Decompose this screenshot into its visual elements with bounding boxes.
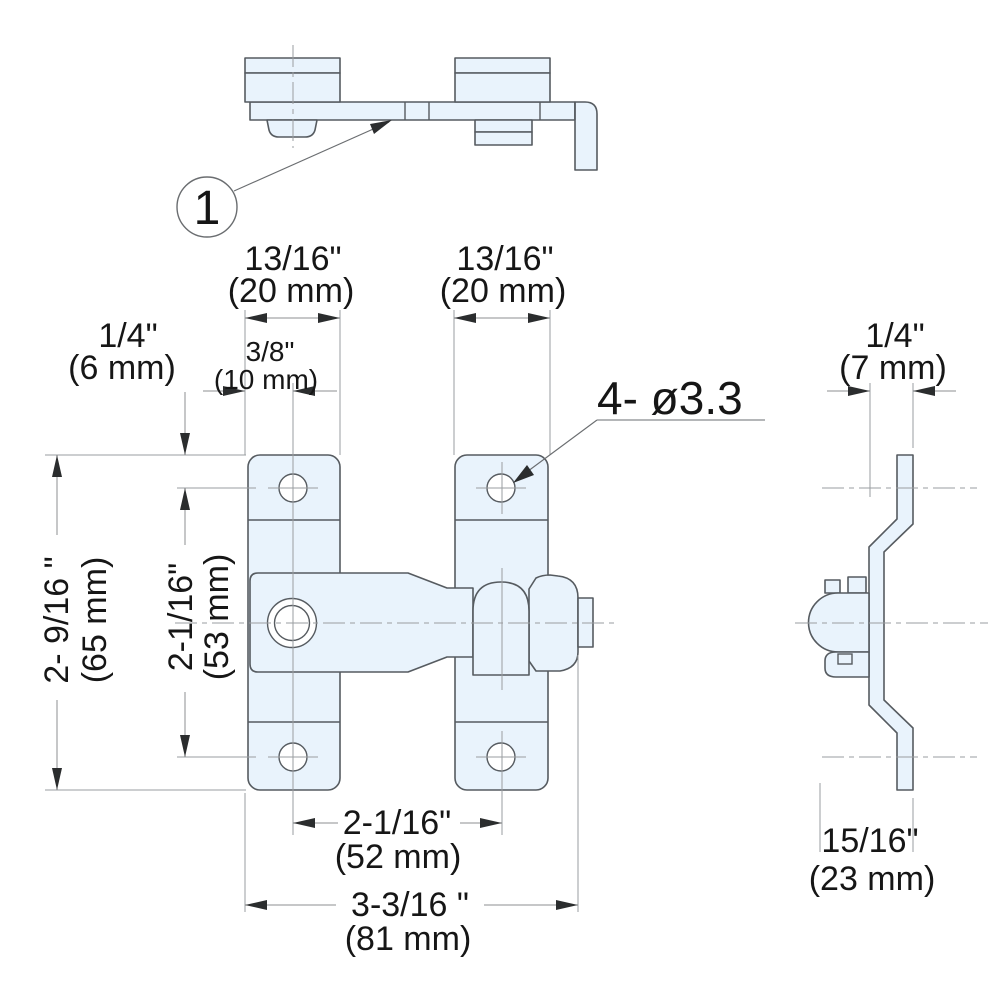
dim-text-overall-width-in: 3-3/16 " xyxy=(351,886,469,924)
side-view-tab-small xyxy=(824,579,841,594)
pivot-hole-inner xyxy=(273,604,311,642)
dim-arrowhead-icon xyxy=(913,386,935,396)
hole-note-text: 4- ø3.3 xyxy=(597,372,743,424)
side-view-bent-plate xyxy=(868,454,914,791)
side-view-knob-notch xyxy=(837,653,853,665)
callout-arrowhead-icon xyxy=(370,120,392,134)
dim-arrowhead-icon xyxy=(245,313,267,323)
dim-arrowhead-icon xyxy=(180,735,190,757)
top-view-right-block-lower xyxy=(454,72,551,103)
dim-text-overall-width-mm: (81 mm) xyxy=(345,920,472,958)
dim-text-side-depth-in: 15/16" xyxy=(821,822,918,860)
front-view xyxy=(175,383,618,835)
callout-number: 1 xyxy=(194,182,221,235)
dim-text-hole-top-offset-in: 1/4" xyxy=(98,317,157,355)
dim-text-hole-span-vertical-mm: (53 mm) xyxy=(198,554,236,681)
top-view xyxy=(244,45,598,171)
dim-text-overall-height-in: 2- 9/16 " xyxy=(38,556,76,683)
callout-circle xyxy=(176,176,238,238)
dim-text-hole-span-horizontal-mm: (52 mm) xyxy=(335,838,462,876)
dim-arrowhead-icon xyxy=(293,386,315,396)
dim-arrowhead-icon xyxy=(180,488,190,510)
dim-text-overall-height-mm: (65 mm) xyxy=(76,557,114,684)
dim-text-hole-top-offset-mm: (6 mm) xyxy=(68,349,176,387)
dim-arrowhead-icon xyxy=(293,818,315,828)
dim-text-plate-width-left-in: 13/16" xyxy=(244,240,341,278)
dim-text-side-thickness-in: 1/4" xyxy=(865,317,924,355)
dim-arrowhead-icon xyxy=(556,900,578,910)
dim-arrowhead-icon xyxy=(52,455,62,477)
dim-arrowhead-icon xyxy=(318,313,340,323)
dim-arrowhead-icon xyxy=(528,313,550,323)
side-view-tab-large xyxy=(847,576,867,594)
dim-arrowhead-icon xyxy=(245,900,267,910)
top-view-right-block-upper xyxy=(454,57,551,74)
dim-text-side-thickness-mm: (7 mm) xyxy=(839,349,947,387)
top-view-bent-end xyxy=(574,101,598,171)
dim-text-hole-edge-offset-mm: (10 mm) xyxy=(214,364,318,395)
dim-arrowhead-icon xyxy=(223,386,245,396)
side-view xyxy=(795,454,988,791)
top-view-catch-under-lower xyxy=(474,131,533,146)
dim-text-hole-span-vertical-in: 2-1/16" xyxy=(162,563,200,671)
dim-arrowhead-icon xyxy=(848,386,870,396)
dim-arrowhead-icon xyxy=(52,768,62,790)
dim-text-plate-width-left-mm: (20 mm) xyxy=(228,272,355,310)
dim-text-hole-span-horizontal-in: 2-1/16" xyxy=(343,804,451,842)
dim-text-side-depth-mm: (23 mm) xyxy=(809,860,936,898)
callout-balloon: 1 xyxy=(176,120,392,238)
latch-catch xyxy=(472,581,530,676)
dim-arrowhead-icon xyxy=(180,433,190,455)
dimensions: 13/16" (20 mm) 13/16" (20 mm) 3/8" (10 m… xyxy=(38,240,956,958)
dim-arrowhead-icon xyxy=(480,818,502,828)
dim-text-hole-edge-offset-in: 3/8" xyxy=(246,336,295,367)
dim-text-plate-width-right-in: 13/16" xyxy=(456,240,553,278)
dim-text-plate-width-right-mm: (20 mm) xyxy=(440,272,567,310)
hole-note-arrowhead-icon xyxy=(513,465,534,483)
top-view-knob-under xyxy=(266,119,318,138)
callout-leader-line xyxy=(233,121,390,192)
dim-arrowhead-icon xyxy=(454,313,476,323)
top-view-catch-under-upper xyxy=(474,119,533,133)
top-view-latch-bar xyxy=(249,101,576,121)
